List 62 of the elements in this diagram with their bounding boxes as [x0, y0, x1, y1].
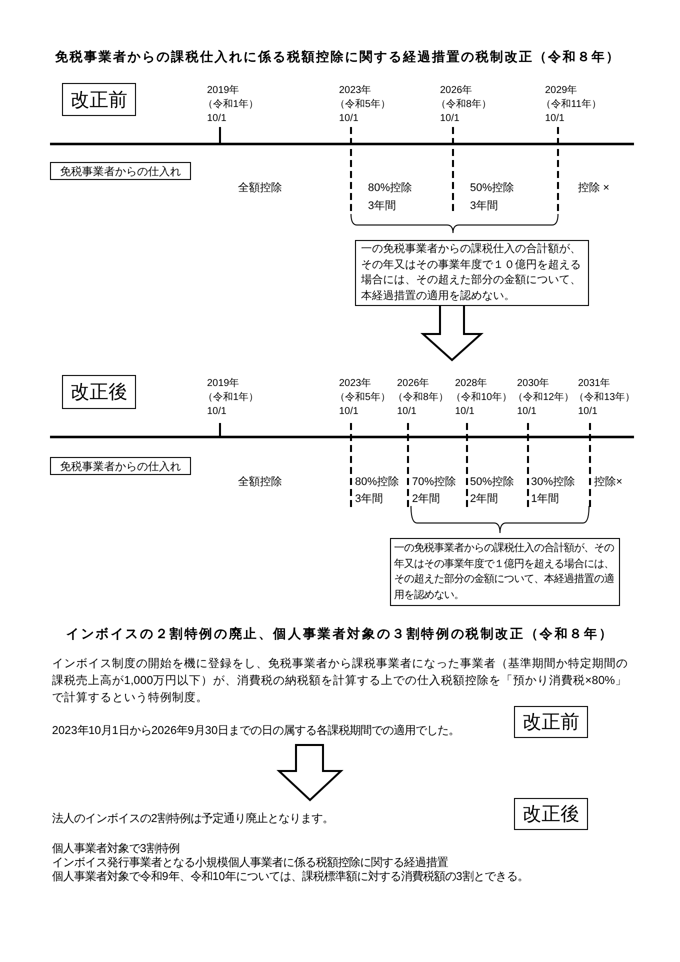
- date-label: 2030年: [517, 378, 550, 390]
- note-box: 一の免税事業者からの課税仕入の合計額が、その年又はその事業年度で１億円を超える場合には、その超えた部分の金額について、本経過措置の適用を認めない。: [390, 538, 620, 606]
- date-label: 10/1: [397, 406, 416, 418]
- note-text: 2023年10月1日から2026年9月30日までの日の属する各課税期間での適用でした。: [52, 725, 460, 738]
- note-text: 個人事業者対象で3割特例: [52, 843, 180, 856]
- deduction-label: 50%控除: [470, 476, 514, 490]
- period-label: 2年間: [412, 493, 440, 506]
- note-text: 法人のインボイスの2割特例は予定通り廃止となります。: [52, 813, 334, 826]
- date-label: 10/1: [517, 406, 536, 418]
- date-label: （令和8年）: [436, 99, 492, 111]
- deduction-label: 全額控除: [238, 182, 282, 196]
- date-label: （令和5年）: [335, 392, 391, 404]
- deduction-label: 30%控除: [531, 476, 576, 490]
- period-label: 3年間: [355, 493, 384, 506]
- date-label: 10/1: [440, 113, 460, 125]
- stage-box: 改正前: [62, 83, 136, 116]
- deduction-label: 80%控除: [368, 182, 412, 196]
- date-label: （令和5年）: [335, 99, 391, 111]
- date-label: 2029年: [545, 85, 578, 97]
- stage-box: 改正後: [62, 375, 136, 409]
- date-label: （令和1年）: [203, 99, 259, 111]
- deduction-label: 50%控除: [470, 182, 514, 196]
- deduction-label: 全額控除: [238, 476, 282, 490]
- date-label: （令和10年）: [451, 392, 512, 404]
- date-label: 10/1: [207, 406, 226, 418]
- title: 免税事業者からの課税仕入れに係る税額控除に関する経過措置の税制改正（令和８年）: [55, 49, 620, 65]
- date-label: 10/1: [578, 406, 598, 418]
- deduction-label: 控除×: [594, 476, 622, 490]
- category-box: 免税事業者からの仕入れ: [50, 457, 191, 475]
- date-label: 2019年: [207, 378, 240, 390]
- period-label: 1年間: [531, 493, 560, 506]
- date-label: 2026年: [440, 85, 472, 97]
- date-label: 10/1: [455, 406, 474, 418]
- deduction-label: 70%控除: [412, 476, 456, 490]
- note-box: 一の免税事業者からの課税仕入の合計額が、その年又はその事業年度で１０億円を超える場合には、その超えた部分の金額について、本経過措置の適用を認めない。: [355, 240, 589, 306]
- date-label: （令和1年）: [203, 392, 259, 404]
- deduction-label: 80%控除: [355, 476, 400, 490]
- date-label: （令和11年）: [541, 99, 602, 111]
- date-label: 2028年: [455, 378, 488, 390]
- stage-box: 改正前: [514, 706, 588, 738]
- date-label: 10/1: [207, 113, 226, 125]
- date-label: 10/1: [339, 113, 358, 125]
- note-text: 個人事業者対象で令和9年、令和10年については、課税標準額に対する消費税額の3割とできる。: [52, 871, 528, 884]
- date-label: 2023年: [339, 85, 372, 97]
- date-label: 10/1: [339, 406, 358, 418]
- period-label: 3年間: [368, 200, 396, 214]
- date-label: 2031年: [578, 378, 610, 390]
- stage-box: 改正後: [514, 798, 588, 830]
- date-label: （令和13年）: [574, 392, 636, 404]
- date-label: （令和12年）: [513, 392, 574, 404]
- date-label: 10/1: [545, 113, 564, 125]
- date-label: （令和8年）: [393, 392, 449, 404]
- paragraph: インボイス制度の開始を機に登録をし、免税事業者から課税事業者になった事業者（基準期間か特定期間の課税売上高が1,000万円以下）が、消費税の納税額を計算する上での仕入税額控除を「預かり消費税×80%」で計算するという特例制度。: [52, 656, 629, 706]
- note-text: インボイス発行事業者となる小規模個人事業者に係る税額控除に関する経過措置: [52, 857, 448, 870]
- period-label: 2年間: [470, 493, 498, 506]
- deduction-label: 控除 ×: [578, 182, 610, 196]
- date-label: 2023年: [339, 378, 372, 390]
- date-label: 2019年: [207, 85, 240, 97]
- period-label: 3年間: [470, 200, 498, 214]
- date-label: 2026年: [397, 378, 430, 390]
- category-box: 免税事業者からの仕入れ: [50, 162, 191, 180]
- section-heading: インボイスの２割特例の廃止、個人事業者対象の３割特例の税制改正（令和８年）: [66, 626, 614, 642]
